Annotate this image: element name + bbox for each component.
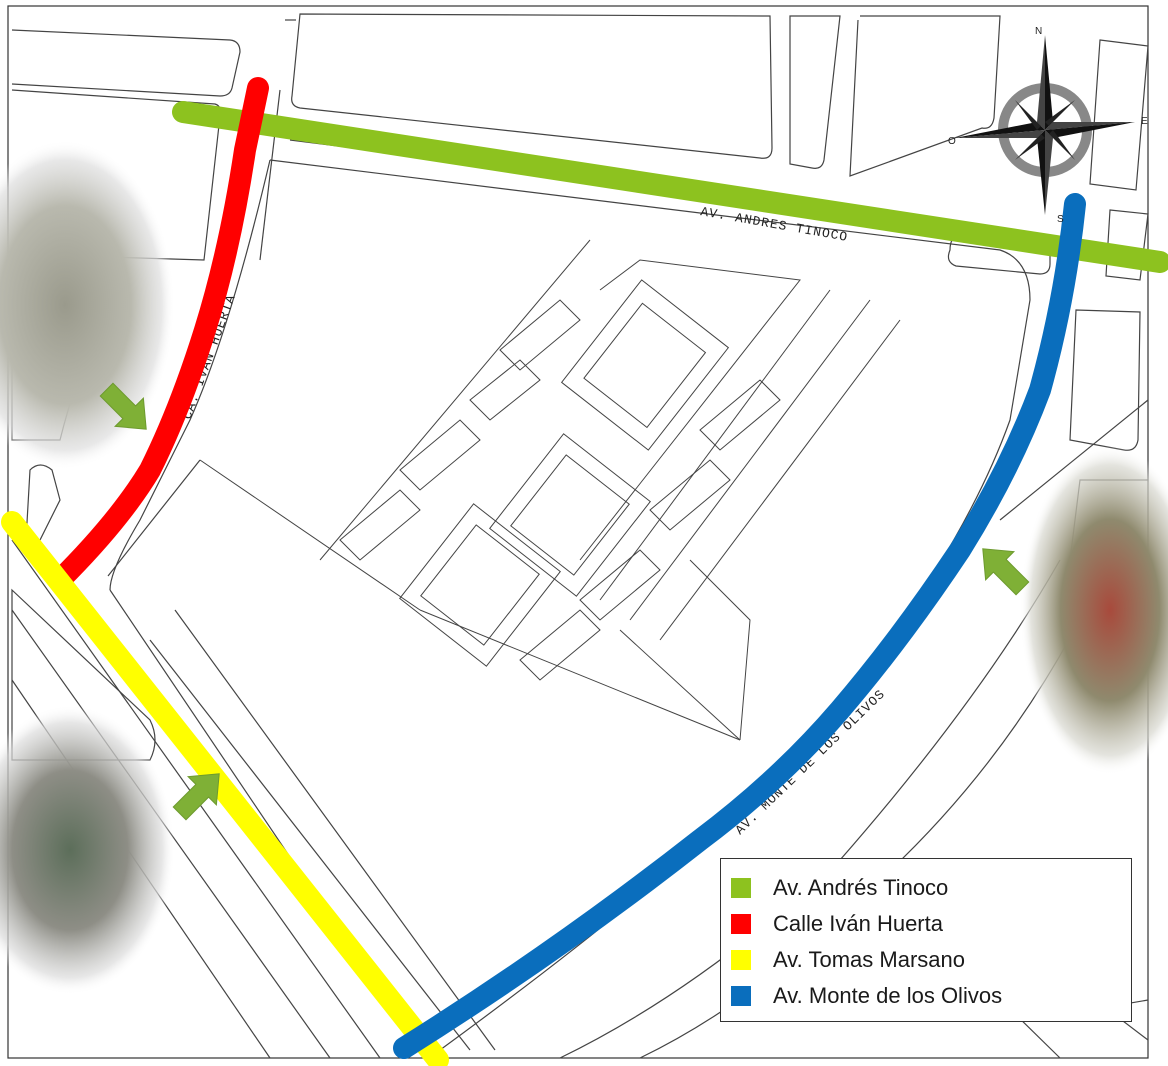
legend-item-marsano: Av. Tomas Marsano (731, 943, 965, 977)
route-tinoco (172, 101, 1168, 273)
legend-label-olivos: Av. Monte de los Olivos (773, 983, 1003, 1008)
legend-swatch-olivos (731, 986, 751, 1006)
legend: Av. Andrés Tinoco Calle Iván Huerta Av. … (720, 858, 1132, 1022)
arrow-olivos (982, 548, 1030, 596)
compass-north-label: N (1035, 26, 1042, 37)
street-photo-olivos (1020, 445, 1168, 775)
legend-label-huerta: Calle Iván Huerta (773, 911, 943, 936)
arrow-marsano (172, 773, 220, 821)
compass-south-label: S (1057, 214, 1064, 225)
legend-label-marsano: Av. Tomas Marsano (773, 947, 965, 972)
legend-item-huerta: Calle Iván Huerta (731, 907, 943, 941)
legend-swatch-huerta (731, 914, 751, 934)
compass-west-label: O (948, 136, 956, 147)
arrow-huerta (99, 382, 147, 430)
legend-swatch-tinoco (731, 878, 751, 898)
legend-item-tinoco: Av. Andrés Tinoco (731, 871, 948, 905)
compass-rose: N S E O (948, 26, 1148, 225)
route-olivos (393, 193, 1086, 1059)
legend-item-olivos: Av. Monte de los Olivos (731, 979, 1002, 1013)
legend-label-tinoco: Av. Andrés Tinoco (773, 875, 949, 900)
street-photo-marsano (0, 705, 175, 995)
building-outlines (339, 279, 781, 681)
legend-swatch-marsano (731, 950, 751, 970)
compass-east-label: E (1141, 116, 1148, 127)
route-huerta (49, 77, 269, 591)
route-marsano (1, 511, 449, 1066)
street-photo-huerta (0, 140, 175, 470)
